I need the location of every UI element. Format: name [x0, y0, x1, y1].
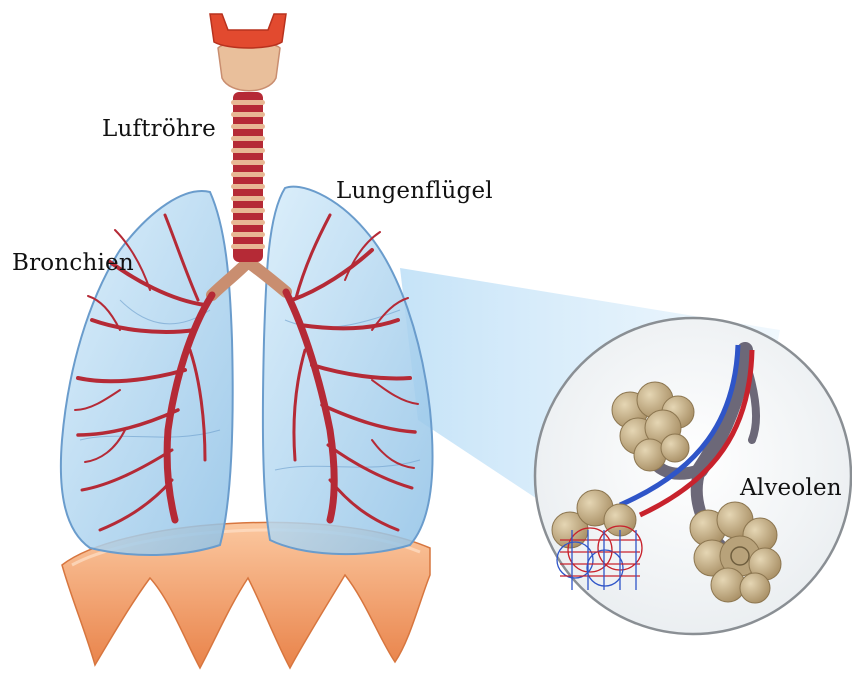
left-lung [61, 191, 233, 555]
larynx [218, 42, 280, 91]
alveoli-label: Alveolen [740, 475, 842, 501]
bronchi-label: Bronchien [12, 250, 134, 276]
trachea-label: Luftröhre [102, 116, 216, 142]
lung-lobe-label: Lungenflügel [336, 178, 493, 204]
thyroid-cartilage [210, 14, 286, 48]
